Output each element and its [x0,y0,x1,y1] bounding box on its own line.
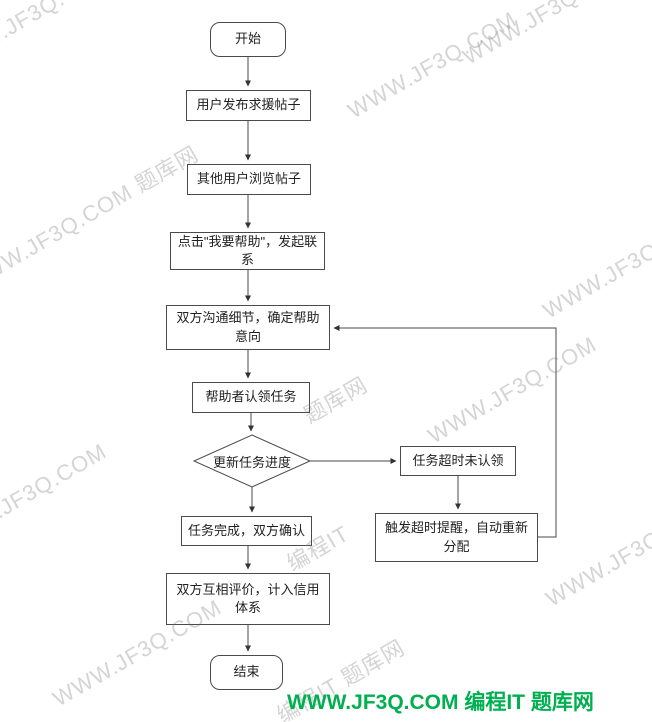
flow-node-update-progress: 更新任务进度 [212,454,291,470]
flow-node-end: 结束 [210,655,283,690]
flow-node-click-help: 点击"我要帮助"，发起联系 [170,232,325,270]
flow-node-start: 开始 [210,22,286,57]
flow-node-timeout-unclaimed: 任务超时未认领 [400,446,516,476]
flow-node-mutual-rating: 双方互相评价，计入信用体系 [166,573,330,625]
flow-node-browse: 其他用户浏览帖子 [187,164,311,195]
flow-node-timeout-reminder: 触发超时提醒，自动重新分配 [375,513,538,562]
flow-node-communicate: 双方沟通细节，确定帮助意向 [166,305,330,350]
flow-node-post-request: 用户发布求援帖子 [186,90,311,121]
flow-node-complete-confirm: 任务完成，双方确认 [181,516,312,546]
flow-node-claim-task: 帮助者认领任务 [192,382,310,413]
footer-site-link: WWW.JF3Q.COM 编程IT 题库网 [287,691,594,714]
